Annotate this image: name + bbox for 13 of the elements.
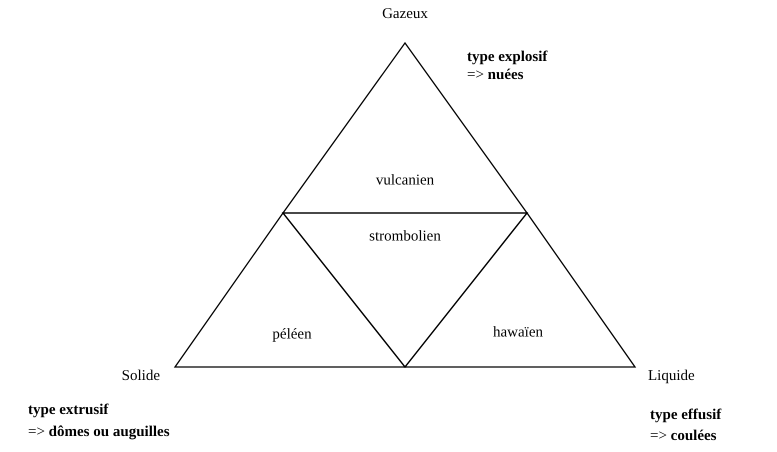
vertex-label: Gazeux xyxy=(382,6,428,23)
result-label: => nuées xyxy=(467,67,524,84)
type-label: type explosif xyxy=(467,49,548,66)
vertex-label: Solide xyxy=(122,368,160,385)
result-label: => dômes ou auguilles xyxy=(28,424,170,441)
region-label: vulcanien xyxy=(376,172,434,190)
result-label: => coulées xyxy=(650,428,716,445)
vertex-label: Liquide xyxy=(648,368,695,385)
type-label: type extrusif xyxy=(28,402,108,419)
type-label: type effusif xyxy=(650,407,722,424)
region-label: péléen xyxy=(272,326,312,344)
region-label: strombolien xyxy=(369,228,441,246)
region-label: hawaïen xyxy=(493,324,543,342)
